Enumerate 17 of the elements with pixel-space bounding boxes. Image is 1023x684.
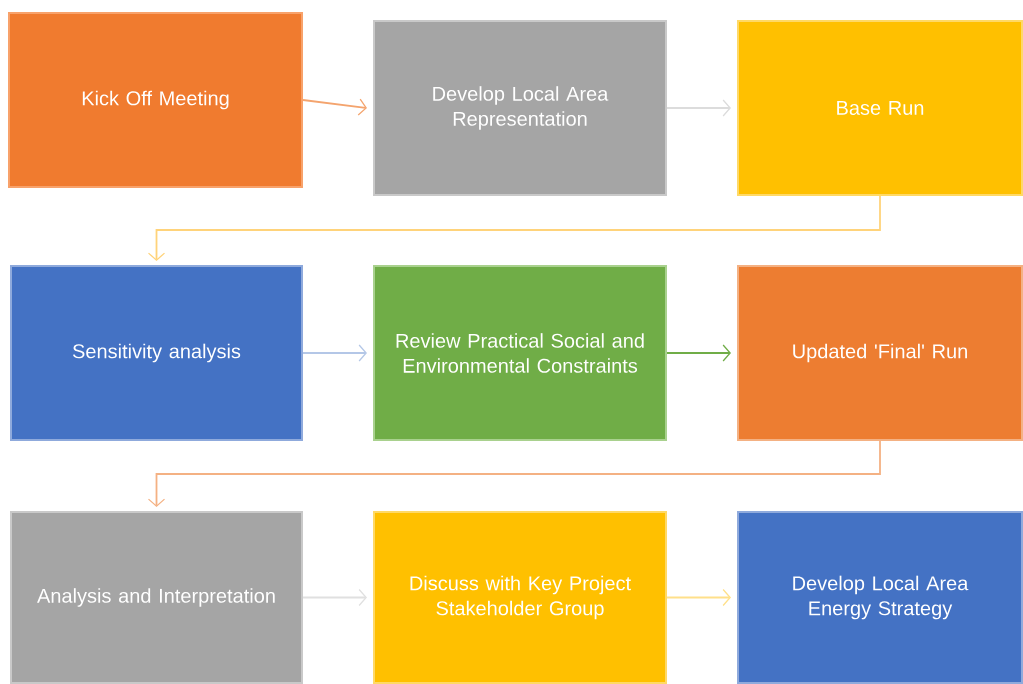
process-box: Review Practical Social and Environmental Constraints — [373, 265, 667, 441]
arrow — [302, 588, 367, 607]
arrow — [666, 99, 731, 117]
arrow — [147, 440, 881, 507]
process-box: Analysis and Interpretation — [10, 511, 303, 684]
process-box: Discuss with Key Project Stakeholder Group — [373, 511, 667, 684]
arrow — [666, 344, 731, 362]
process-box: Kick Off Meeting — [8, 12, 303, 188]
process-box: Develop Local Area Representation — [373, 20, 667, 196]
arrow — [666, 588, 731, 607]
process-box: Updated 'Final' Run — [737, 265, 1023, 441]
arrow — [302, 98, 367, 116]
arrow — [147, 195, 881, 261]
process-box: Develop Local Area Energy Strategy — [737, 511, 1023, 684]
process-box: Sensitivity analysis — [10, 265, 303, 441]
arrow — [302, 344, 367, 362]
process-box: Base Run — [737, 20, 1023, 196]
